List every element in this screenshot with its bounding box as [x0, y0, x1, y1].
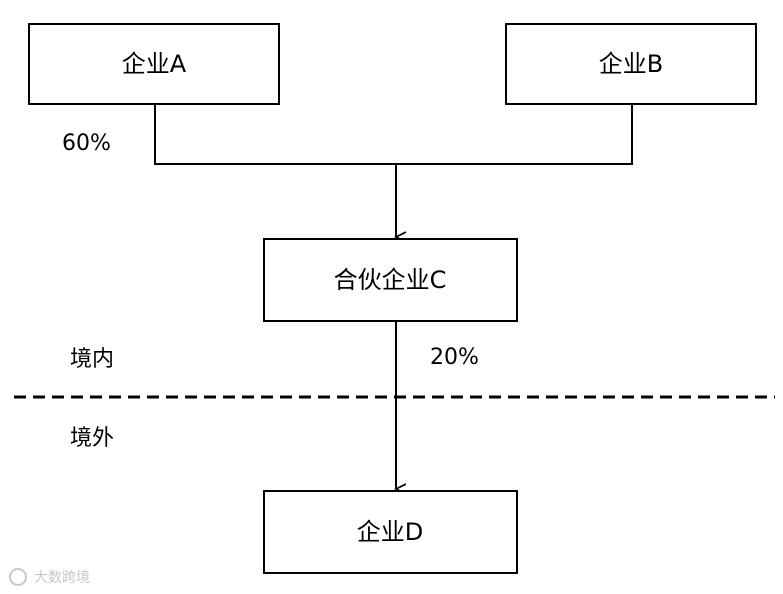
company-b-label: 企业B	[599, 50, 663, 78]
watermark: 大数跨境	[9, 568, 90, 586]
partnership-c-label: 合伙企业C	[334, 266, 447, 294]
node-partnership-c: 合伙企业C	[263, 238, 518, 322]
node-company-a: 企业A	[28, 23, 280, 105]
company-a-label: 企业A	[122, 50, 187, 78]
watermark-logo-icon	[9, 568, 27, 586]
region-label-overseas: 境外	[70, 426, 114, 451]
node-company-d: 企业D	[263, 490, 518, 574]
edge-label-c-to-d-share: 20%	[430, 345, 479, 370]
edge-label-a-share: 60%	[62, 131, 111, 156]
connector-a-b	[154, 104, 633, 165]
region-label-domestic: 境内	[70, 347, 114, 372]
node-company-b: 企业B	[505, 23, 757, 105]
watermark-text: 大数跨境	[34, 570, 90, 586]
company-d-label: 企业D	[357, 518, 423, 546]
